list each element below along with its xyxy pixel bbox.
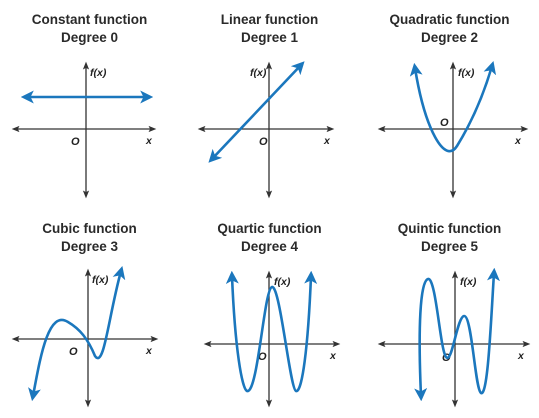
panel-degree: Degree 1 [240, 30, 299, 45]
origin-label: O [440, 117, 449, 129]
graph-constant: f(x) x O [11, 61, 157, 199]
y-axis-label: f(x) [92, 274, 109, 286]
graph-linear: f(x) x O [197, 61, 335, 199]
curve-quintic [414, 267, 500, 402]
origin-label: O [71, 136, 80, 148]
x-axis-label: x [514, 135, 522, 147]
origin-label: O [69, 346, 78, 358]
panel-degree: Degree 3 [60, 239, 119, 254]
y-axis-label: f(x) [90, 67, 107, 79]
panel-linear: Linear function Degree 1 f(x) x O [180, 0, 359, 209]
graph-quintic: f(x) x O [377, 267, 531, 408]
panel-title: Quintic function [397, 221, 502, 236]
panel-title: Quadratic function [389, 12, 510, 27]
panel-quadratic: Quadratic function Degree 2 f(x) x O [360, 0, 539, 209]
x-axis-label: x [517, 350, 525, 362]
panel-title: Quartic function [217, 221, 322, 236]
graph-cubic: f(x) x O [11, 265, 159, 408]
panel-title: Linear function [220, 12, 319, 27]
y-axis-label: f(x) [250, 67, 267, 79]
curve-cubic [28, 265, 126, 402]
panel-cubic: Cubic function Degree 3 f(x) x O [0, 209, 179, 418]
graph-quadratic: f(x) x O [377, 61, 529, 199]
origin-label: O [259, 136, 268, 148]
y-axis-label: f(x) [274, 276, 291, 288]
x-axis-label: x [329, 350, 337, 362]
x-axis-label: x [145, 345, 153, 357]
y-axis-label: f(x) [460, 276, 477, 288]
panel-degree: Degree 4 [240, 239, 299, 254]
curve-quartic [225, 270, 318, 393]
panel-degree: Degree 2 [420, 30, 479, 45]
curve-quadratic [409, 61, 497, 153]
y-axis-label: f(x) [458, 67, 475, 79]
panel-degree: Degree 0 [60, 30, 119, 45]
origin-label: O [258, 351, 267, 363]
panel-quartic: Quartic function Degree 4 f(x) x O [180, 209, 359, 418]
panel-degree: Degree 5 [420, 239, 479, 254]
curve-linear [208, 61, 305, 163]
panel-constant: Constant function Degree 0 f(x) x O [0, 0, 179, 209]
x-axis-label: x [323, 135, 331, 147]
graph-quartic: f(x) x O [203, 270, 341, 408]
panel-title: Cubic function [42, 221, 137, 236]
panel-quintic: Quintic function Degree 5 f(x) x O [360, 209, 539, 418]
x-axis-label: x [145, 135, 153, 147]
panel-title: Constant function [31, 12, 148, 27]
